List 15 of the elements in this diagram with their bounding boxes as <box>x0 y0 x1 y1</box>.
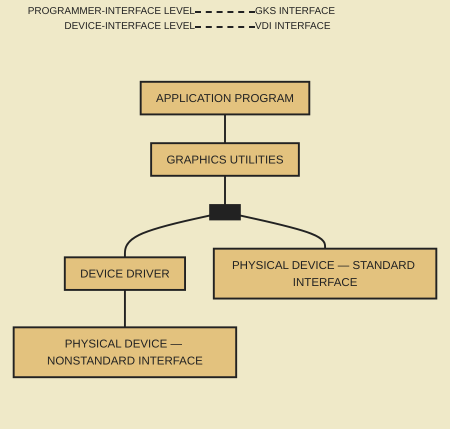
connector <box>224 176 226 205</box>
node-box: DEVICE DRIVER <box>64 256 186 291</box>
node-box: GRAPHICS UTILITIES <box>150 142 300 177</box>
interface-label: GKS INTERFACE <box>255 6 336 17</box>
level-label: DEVICE-INTERFACE LEVEL <box>64 21 195 32</box>
interface-label: VDI INTERFACE <box>255 21 331 32</box>
connector <box>124 290 126 328</box>
node-box: APPLICATION PROGRAM <box>140 80 310 116</box>
node-box: PHYSICAL DEVICE — NONSTANDARD INTERFACE <box>12 326 238 378</box>
connector <box>224 114 226 144</box>
node-box: PHYSICAL DEVICE — STANDARD INTERFACE <box>212 248 438 300</box>
node-bar <box>209 204 241 220</box>
connector <box>124 214 210 258</box>
level-label: PROGRAMMER-INTERFACE LEVEL <box>28 6 195 17</box>
connector <box>240 214 326 249</box>
